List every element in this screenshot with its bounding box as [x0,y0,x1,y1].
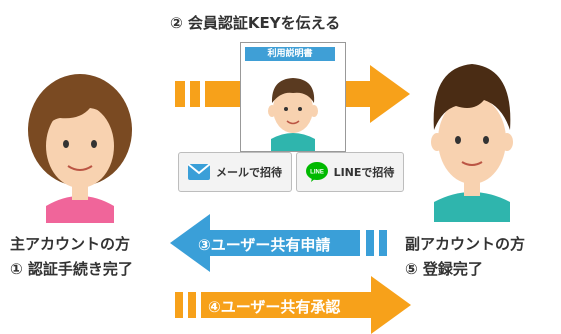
main-account-title: 主アカウントの方 [10,235,131,253]
main-account-status: ① 認証手続き完了 [10,260,133,278]
share-approve-label: ④ユーザー共有承認 [208,298,341,316]
line-icon-text: LINE [310,170,324,176]
share-request-label: ③ユーザー共有申請 [198,236,331,254]
instruction-card-title: 利用説明書 [245,47,335,61]
share-request-arrow [170,214,387,272]
share-approve-arrow [175,276,411,334]
sub-account-label: 副アカウントの方 ⑤ 登録完了 [405,232,525,282]
main-account-label: 主アカウントの方 ① 認証手続き完了 [10,232,133,282]
line-invite-button[interactable]: LINE LINEで招待 [296,152,404,192]
mail-invite-label: メールで招待 [216,166,282,179]
line-invite-label: LINEで招待 [333,166,395,179]
boy-avatar-icon [268,78,318,151]
line-icon: LINE [305,162,328,182]
sub-account-user-icon [431,64,513,222]
mail-icon [188,164,210,180]
sub-account-status: ⑤ 登録完了 [405,260,483,278]
sub-account-title: 副アカウントの方 [405,235,526,253]
step2-title: ② 会員認証KEYを伝える [170,14,341,32]
instruction-card: 利用説明書 [240,42,346,152]
main-account-user-icon [28,74,132,223]
mail-invite-button[interactable]: メールで招待 [178,152,292,192]
